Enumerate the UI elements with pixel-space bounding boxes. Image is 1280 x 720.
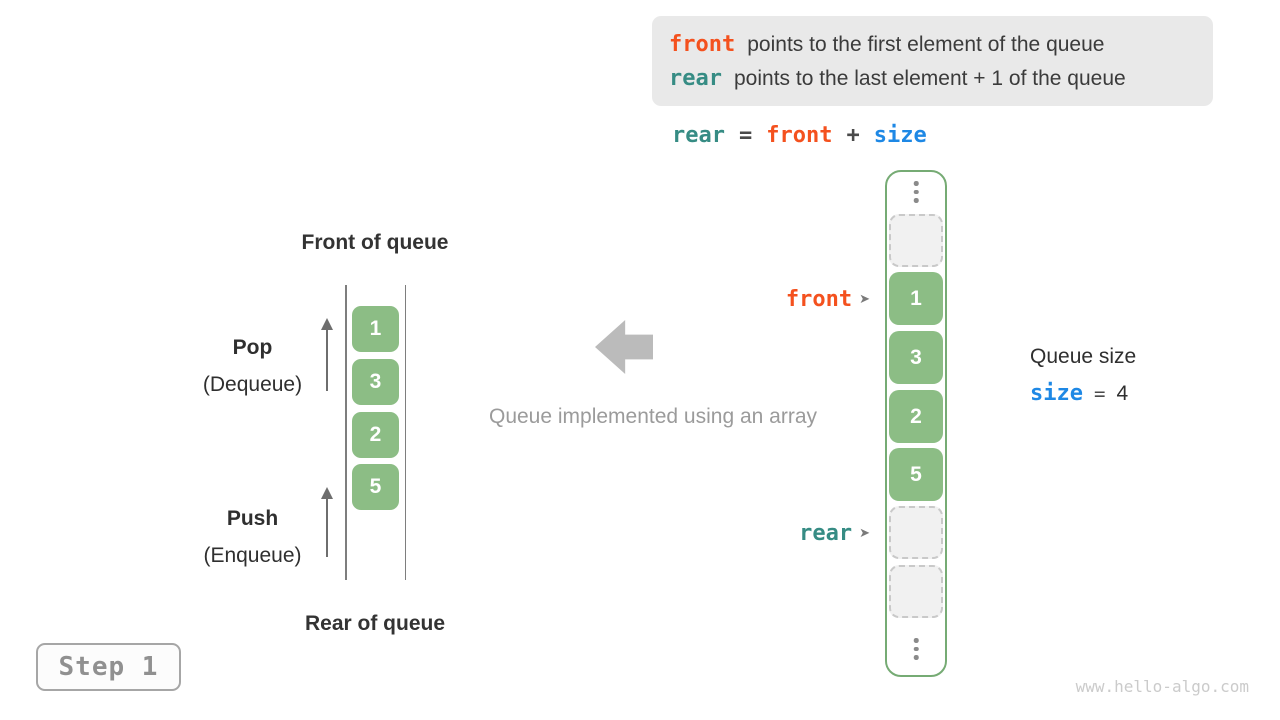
front-pointer: front ➤ (756, 286, 870, 312)
queue-box-1: 1 (352, 306, 399, 352)
array-cell-rear (889, 506, 943, 559)
push-label: Push (226, 507, 279, 530)
formula-front-token: front (766, 122, 833, 148)
front-of-queue-label: Front of queue (301, 231, 449, 254)
queue-box-2: 2 (352, 412, 399, 458)
formula-rear-token: rear (672, 122, 725, 148)
rear-explanation-text: points to the last element + 1 of the qu… (733, 66, 1126, 90)
pop-label: Pop (232, 336, 273, 359)
watermark: www.hello-algo.com (1075, 677, 1249, 696)
array-cell: 3 (889, 331, 943, 384)
size-equals-token: = (1093, 382, 1106, 405)
front-explanation-line: front points to the first element of the… (669, 32, 1213, 57)
size-equation: size = 4 (1030, 381, 1128, 406)
rear-of-queue-label: Rear of queue (304, 612, 446, 635)
array-frame: 1 3 2 5 (885, 170, 947, 677)
front-explanation-text: points to the first element of the queue (747, 32, 1105, 56)
formula-equals-token: = (738, 122, 753, 148)
queue-box-3: 3 (352, 359, 399, 405)
array-cell-front: 1 (889, 272, 943, 325)
front-code-token: front (669, 31, 736, 57)
size-value: 4 (1116, 381, 1129, 405)
rear-code-token: rear (669, 65, 722, 91)
rear-pointer-label: rear (799, 520, 853, 546)
step-badge: Step 1 (36, 643, 181, 691)
rear-pointer-arrow-icon: ➤ (859, 525, 870, 541)
diagram-caption: Queue implemented using an array (488, 405, 818, 428)
queue-box-5: 5 (352, 464, 399, 510)
rear-formula: rear = front + size (672, 121, 927, 149)
array-cell-empty-bottom (889, 565, 943, 618)
queue-channel-right-line (404, 285, 406, 580)
push-direction-arrow-icon (320, 487, 334, 557)
front-pointer-arrow-icon: ➤ (859, 291, 870, 307)
rear-pointer: rear ➤ (756, 520, 870, 546)
rear-explanation-line: rear points to the last element + 1 of t… (669, 66, 1213, 91)
ellipsis-top-icon (913, 181, 919, 203)
queue-size-title: Queue size (1030, 345, 1137, 368)
enqueue-label: (Enqueue) (203, 544, 302, 567)
array-cell: 5 (889, 448, 943, 501)
pop-direction-arrow-icon (320, 318, 334, 391)
formula-size-token: size (873, 122, 927, 148)
array-cell-empty-top (889, 214, 943, 267)
left-block-arrow-icon (595, 320, 653, 374)
array-cell: 2 (889, 390, 943, 443)
formula-plus-token: + (846, 122, 860, 148)
size-var-token: size (1030, 381, 1083, 406)
queue-channel-left-line (345, 285, 347, 580)
pointer-explanation-box: front points to the first element of the… (652, 16, 1213, 106)
ellipsis-bottom-icon (913, 638, 919, 660)
front-pointer-label: front (785, 286, 853, 312)
dequeue-label: (Dequeue) (202, 373, 303, 396)
